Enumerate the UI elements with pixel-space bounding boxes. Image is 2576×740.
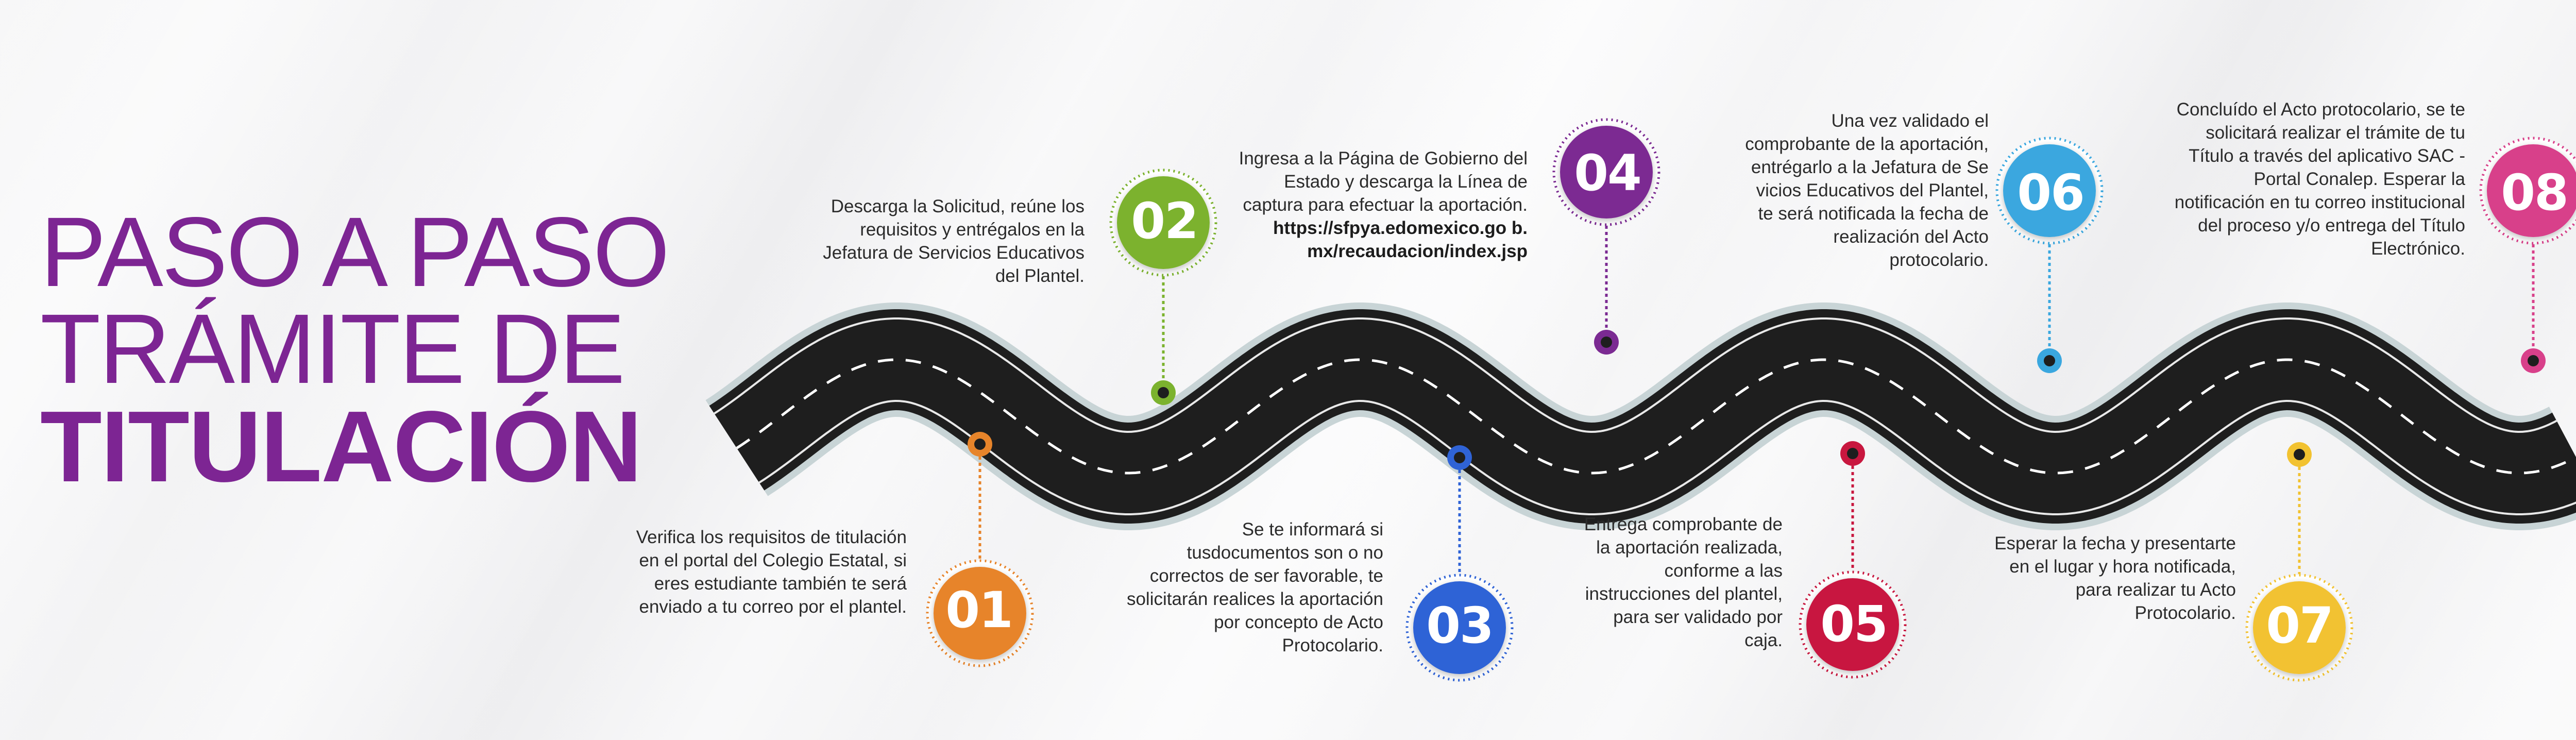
step-05-text: Entrega comprobante de la aportación rea… xyxy=(1584,514,1783,650)
step-01-text: Verifica los requisitos de titulación en… xyxy=(636,527,907,617)
title-line-3: TITULACIÓN xyxy=(40,390,642,503)
step-04-description: Ingresa a la Página de Gobierno del Esta… xyxy=(1236,147,1528,263)
step-05-road-marker-hole xyxy=(1847,448,1858,459)
step-07-description: Esperar la fecha y presentarte en el lug… xyxy=(1984,532,2236,625)
step-02-text: Descarga la Solicitud, reúne los requisi… xyxy=(823,196,1084,286)
step-08-road-marker-hole xyxy=(2528,355,2539,366)
step-06-description: Una vez validado el comprobante de la ap… xyxy=(1741,109,1989,272)
step-01-road-marker-hole xyxy=(974,439,986,450)
step-04-number: 04 xyxy=(1574,144,1642,202)
step-03-description: Se te informará si tusdocumentos son o n… xyxy=(1115,518,1383,657)
step-02-road-marker-hole xyxy=(1158,387,1169,398)
step-06-badge xyxy=(2003,144,2096,237)
step-03-number: 03 xyxy=(1426,597,1494,654)
step-06-text: Una vez validado el comprobante de la ap… xyxy=(1745,111,1989,270)
title-line-2: TRÁMITE DE xyxy=(40,293,625,405)
step-05-description: Entrega comprobante de la aportación rea… xyxy=(1577,513,1783,652)
step-07-text: Esperar la fecha y presentarte en el lug… xyxy=(1994,533,2236,623)
step-pins xyxy=(926,118,2576,682)
step-04-link[interactable]: https://sfpya.edomexico.go b.mx/recaudac… xyxy=(1273,218,1528,261)
step-08-number: 08 xyxy=(2501,164,2569,222)
step-01-number: 01 xyxy=(945,581,1013,639)
step-05-badge xyxy=(1806,578,1899,671)
step-01-description: Verifica los requisitos de titulación en… xyxy=(634,526,907,618)
road-center-dash xyxy=(736,358,2576,475)
step-01-badge xyxy=(934,567,1026,660)
step-08-text: Concluído el Acto protocolario, se te so… xyxy=(2174,99,2465,259)
step-08-description: Concluído el Acto protocolario, se te so… xyxy=(2161,98,2465,260)
page-title: PASO A PASO TRÁMITE DE TITULACIÓN xyxy=(40,196,670,503)
step-02-badge xyxy=(1117,176,1210,269)
step-04-text: Ingresa a la Página de Gobierno del Esta… xyxy=(1239,148,1528,215)
title-line-1: PASO A PASO xyxy=(40,196,670,307)
step-07-number: 07 xyxy=(2266,597,2334,654)
step-03-road-marker-hole xyxy=(1454,452,1465,463)
step-connectors xyxy=(978,226,2535,574)
step-03-text: Se te informará si tusdocumentos son o n… xyxy=(1126,519,1383,655)
road xyxy=(683,302,2576,530)
step-06-number: 06 xyxy=(2017,164,2085,222)
step-07-road-marker-hole xyxy=(2294,449,2305,460)
step-06-road-marker-hole xyxy=(2044,355,2055,366)
step-04-road-marker-hole xyxy=(1601,337,1612,348)
step-02-description: Descarga la Solicitud, reúne los requisi… xyxy=(817,195,1084,288)
step-07-badge xyxy=(2253,581,2346,674)
step-02-number: 02 xyxy=(1131,192,1199,250)
step-04-badge xyxy=(1560,126,1653,218)
step-08-badge xyxy=(2487,144,2576,237)
step-03-badge xyxy=(1413,581,1506,674)
step-05-number: 05 xyxy=(1820,595,1888,653)
